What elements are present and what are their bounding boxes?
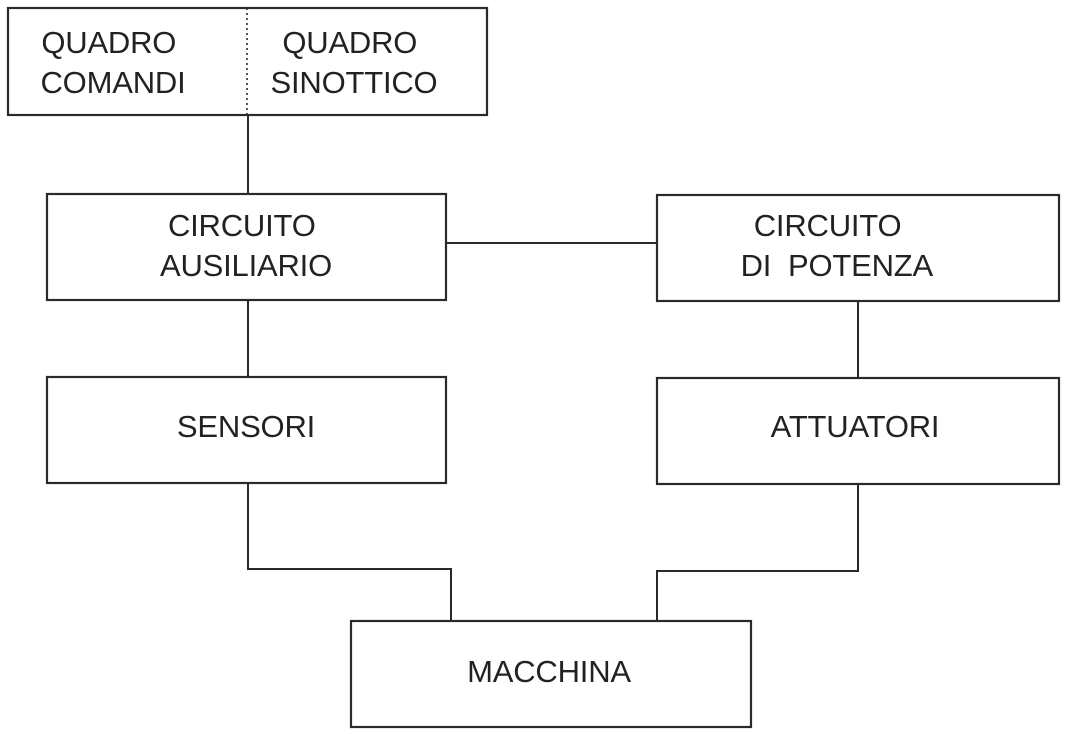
quadro-sinottico-line2: SINOTTICO [271, 65, 438, 100]
circuito-potenza-line2: DI POTENZA [741, 248, 934, 283]
block-circuito-ausiliario: CIRCUITO AUSILIARIO [45, 192, 448, 302]
circuito-ausiliario-line1: CIRCUITO [168, 208, 316, 243]
sensori-frame [45, 375, 448, 485]
connector-sensori-macchina [247, 483, 452, 621]
quadro-comandi-line2: COMANDI [41, 65, 186, 100]
quadro-comandi-line1: QUADRO [41, 25, 176, 60]
quadro-frame [6, 6, 489, 117]
macchina-frame [349, 619, 753, 729]
block-quadro: QUADRO COMANDI QUADRO SINOTTICO [6, 6, 489, 117]
quadro-comandi-label: QUADRO COMANDI [41, 25, 186, 100]
block-sensori: SENSORI [45, 375, 448, 485]
circuito-potenza-line1: CIRCUITO [754, 208, 902, 243]
sensori-label: SENSORI [177, 409, 315, 444]
circuito-potenza-label: CIRCUITO DI POTENZA [0, 0, 973, 283]
block-circuito-potenza: CIRCUITO DI POTENZA [0, 0, 1061, 303]
quadro-sinottico-label: QUADRO SINOTTICO [271, 25, 438, 100]
macchina-label: MACCHINA [467, 654, 631, 689]
circuito-ausiliario-frame [45, 192, 448, 302]
block-macchina: MACCHINA [349, 619, 753, 729]
block-attuatori: ATTUATORI [655, 376, 1061, 486]
circuito-ausiliario-label: CIRCUITO AUSILIARIO [160, 208, 332, 283]
attuatori-frame [655, 376, 1061, 486]
circuito-ausiliario-line2: AUSILIARIO [160, 248, 332, 283]
attuatori-label: ATTUATORI [771, 409, 940, 444]
circuito-potenza-frame [655, 193, 1061, 303]
connector-attuatori-macchina [656, 484, 859, 621]
quadro-sinottico-line1: QUADRO [282, 25, 417, 60]
